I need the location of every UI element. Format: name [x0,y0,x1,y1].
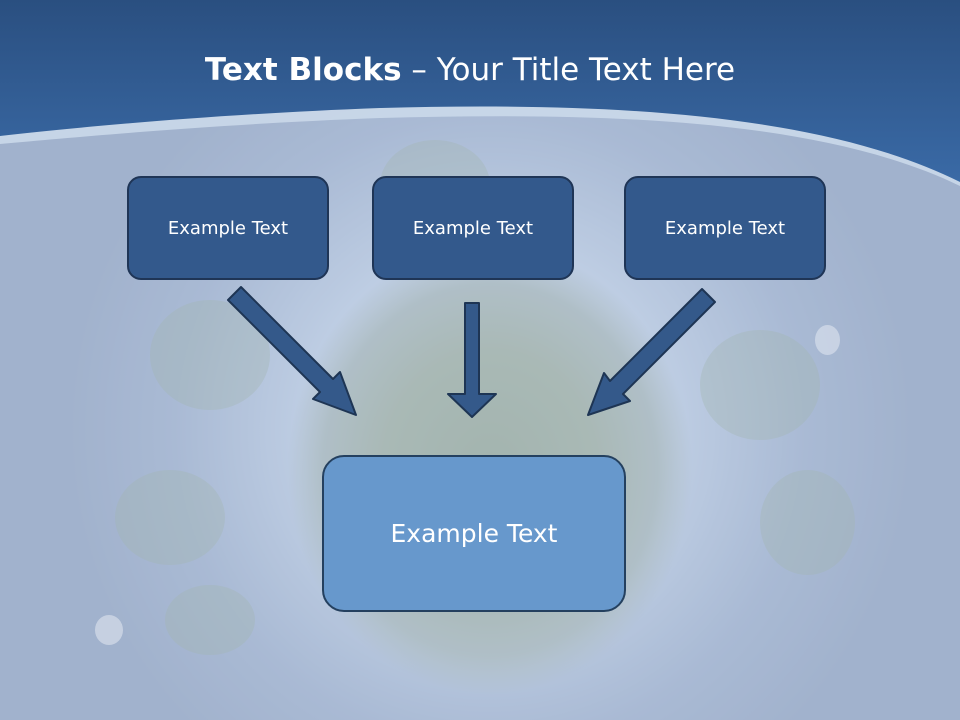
top-box-center[interactable]: Example Text [372,176,574,280]
header-banner [0,0,960,186]
title-bold-text: Text Blocks [204,52,402,88]
title-dash: – [401,52,437,88]
bottom-box-label: Example Text [390,519,558,548]
top-box-left[interactable]: Example Text [127,176,329,280]
top-box-right-label: Example Text [664,217,786,239]
arrow-right-down-left [587,288,716,416]
title-rest-text: Your Title Text Here [436,52,736,88]
slide-title: Text Blocks – Your Title Text Here [0,52,940,88]
arrow-center-down [447,302,497,418]
top-box-right[interactable]: Example Text [624,176,826,280]
top-box-center-label: Example Text [412,217,534,239]
bottom-box[interactable]: Example Text [322,455,626,612]
top-box-left-label: Example Text [167,217,289,239]
arrow-left-down-right [227,286,357,416]
